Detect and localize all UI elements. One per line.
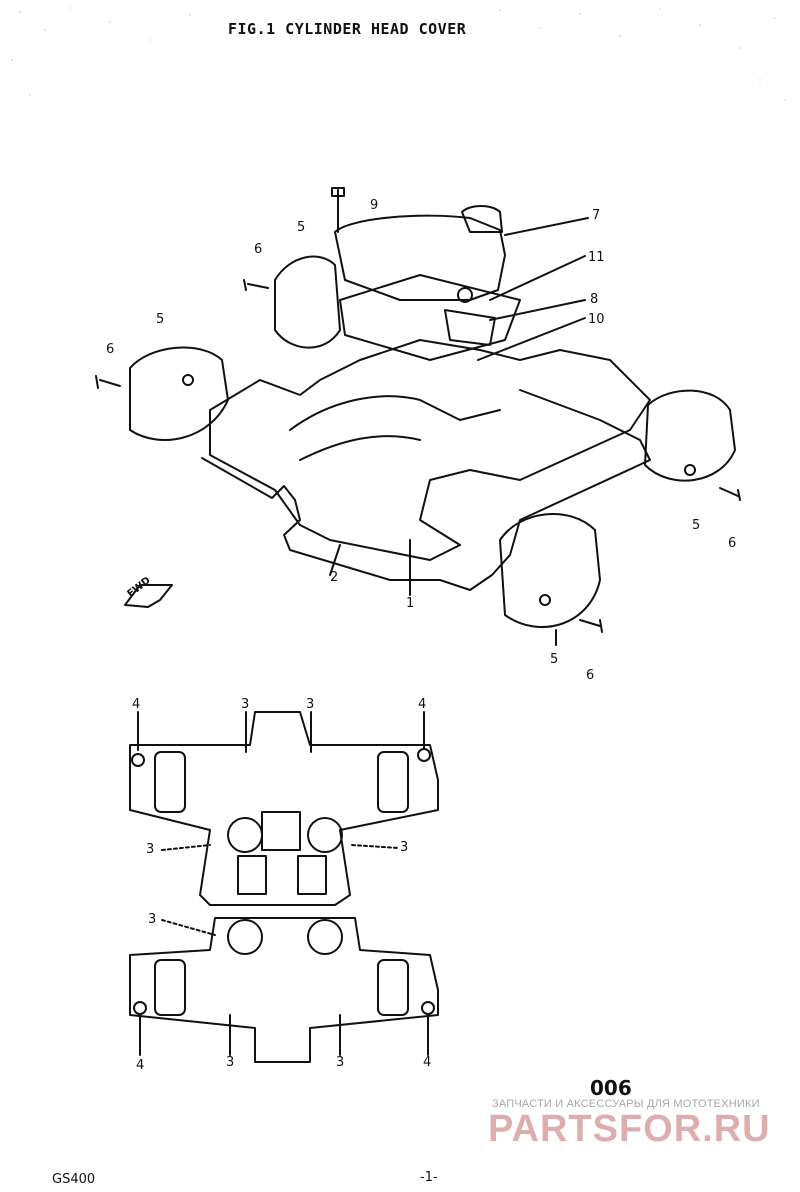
plan-bolt-tr bbox=[417, 748, 431, 762]
plan-leader-m3b bbox=[351, 844, 399, 849]
watermark-brand: PARTSFOR.RU bbox=[488, 1108, 771, 1150]
leader-10 bbox=[477, 317, 586, 361]
plan-callout-4-tr: 4 bbox=[418, 697, 427, 712]
cap-right-front-hole bbox=[539, 594, 551, 606]
plan-leader-m3a bbox=[161, 844, 211, 851]
plan-callout-4-bl: 4 bbox=[136, 1058, 145, 1073]
callout-6-right: 6 bbox=[728, 536, 737, 551]
plan-callout-4-tl: 4 bbox=[132, 697, 141, 712]
plan-bolt-bl bbox=[133, 1001, 147, 1015]
plan-callout-3-ml: 3 bbox=[146, 842, 155, 857]
callout-5-right: 5 bbox=[692, 518, 701, 533]
screw-6-bottom bbox=[579, 619, 603, 633]
screw-6-top bbox=[243, 279, 269, 291]
callout-5-bottom: 5 bbox=[550, 652, 559, 667]
plan-callout-3-bl: 3 bbox=[226, 1055, 235, 1070]
callout-5-left: 5 bbox=[156, 312, 165, 327]
plan-port-1 bbox=[227, 817, 263, 853]
callout-9: 9 bbox=[370, 198, 379, 213]
main-cover-body bbox=[209, 339, 651, 561]
figure-title: FIG.1 CYLINDER HEAD COVER bbox=[228, 20, 467, 38]
plan-center-mid bbox=[237, 855, 267, 895]
plan-callout-4-br: 4 bbox=[423, 1055, 432, 1070]
callout-1: 1 bbox=[406, 596, 415, 611]
callout-2: 2 bbox=[330, 570, 339, 585]
plan-callout-3-tl: 3 bbox=[241, 697, 250, 712]
leader-8 bbox=[489, 299, 586, 321]
figure-code: 006 bbox=[590, 1076, 632, 1100]
callout-8: 8 bbox=[590, 292, 599, 307]
plan-top-left-window bbox=[154, 751, 186, 813]
breather-bolt-head bbox=[457, 287, 473, 303]
page-number: -1- bbox=[420, 1170, 438, 1185]
plan-bottom-left-window bbox=[154, 959, 186, 1016]
breather-plate bbox=[339, 274, 521, 361]
plan-top-outline bbox=[129, 711, 439, 906]
plan-port-3 bbox=[227, 919, 263, 955]
plan-leader-m3c bbox=[161, 919, 216, 936]
plan-bottom-right-window bbox=[377, 959, 409, 1016]
cap-left-rear bbox=[274, 255, 341, 349]
callout-6-top: 6 bbox=[254, 242, 263, 257]
cap-left-front-hole bbox=[182, 374, 194, 386]
plan-callout-3-ll: 3 bbox=[148, 912, 157, 927]
cap-right-front bbox=[499, 513, 601, 629]
main-cover-rib bbox=[299, 435, 421, 461]
plan-center-mid2 bbox=[297, 855, 327, 895]
callout-6-bottom: 6 bbox=[586, 668, 595, 683]
plan-top-right-window bbox=[377, 751, 409, 813]
model-name: GS400 bbox=[52, 1172, 96, 1187]
cap-right-rear-hole bbox=[684, 464, 696, 476]
main-cover-ridge bbox=[289, 395, 501, 431]
breather-cover bbox=[334, 214, 506, 301]
plan-port-4 bbox=[307, 919, 343, 955]
callout-6-left: 6 bbox=[106, 342, 115, 357]
plan-callout-3-tr: 3 bbox=[306, 697, 315, 712]
plan-callout-3-br: 3 bbox=[336, 1055, 345, 1070]
plan-bolt-br bbox=[421, 1001, 435, 1015]
callout-11: 11 bbox=[588, 250, 605, 265]
plan-bottom-outline bbox=[129, 917, 439, 1063]
screw-6-right bbox=[719, 487, 741, 501]
callout-10: 10 bbox=[588, 312, 605, 327]
scan-noise bbox=[11, 7, 786, 101]
fwd-arrow bbox=[124, 584, 173, 608]
breather-insert bbox=[444, 309, 496, 346]
leader-2 bbox=[329, 544, 341, 576]
plan-bolt-tl bbox=[131, 753, 145, 767]
leader-11 bbox=[489, 255, 586, 301]
gasket-outline bbox=[201, 389, 651, 591]
cap-right-rear bbox=[644, 389, 736, 482]
plan-port-2 bbox=[307, 817, 343, 853]
cap-left-front bbox=[129, 346, 229, 441]
leader-7 bbox=[504, 217, 589, 236]
watermark-tagline: ЗАПЧАСТИ И АКСЕССУАРЫ ДЛЯ МОТОТЕХНИКИ bbox=[492, 1098, 760, 1110]
bolt-9 bbox=[331, 187, 345, 233]
plan-center-top bbox=[261, 811, 301, 851]
callout-7: 7 bbox=[592, 208, 601, 223]
screw-6-left bbox=[95, 375, 121, 389]
callout-5-top: 5 bbox=[297, 220, 306, 235]
breather-outlet bbox=[461, 205, 503, 233]
plan-callout-3-mr: 3 bbox=[400, 840, 409, 855]
